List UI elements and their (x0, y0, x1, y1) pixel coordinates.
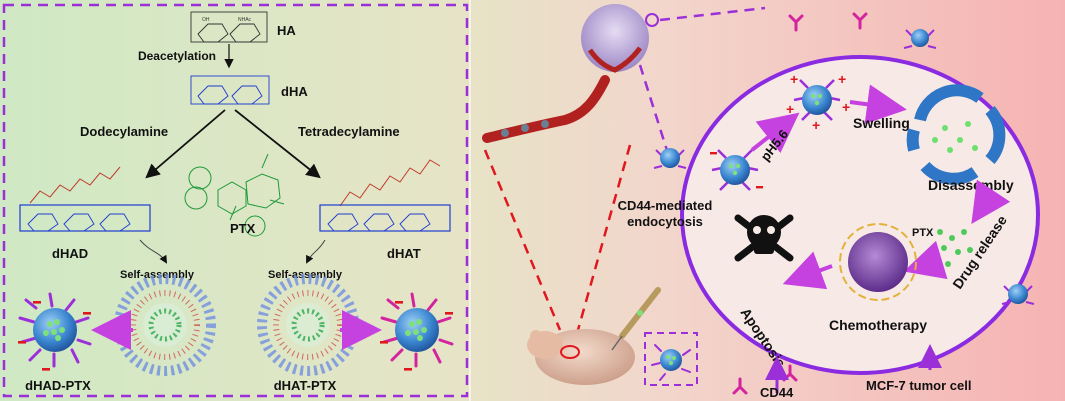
skull-crossbones-icon (734, 214, 794, 262)
micelle-schematic-left (114, 274, 216, 376)
swelling-arrow (849, 84, 907, 125)
svg-text:+: + (790, 71, 798, 87)
chemotherapy-cell (839, 223, 917, 301)
zoom-line-top (659, 6, 766, 22)
dhat-ptx-label: dHAT-PTX (274, 378, 337, 393)
membrane-nanoparticle-right (1001, 284, 1035, 305)
ha-label: HA (277, 23, 296, 38)
injection-inset-box (644, 332, 698, 386)
svg-text:+: + (786, 101, 794, 117)
dhad-ptx-nanoparticle (18, 292, 92, 371)
tumor-cell-label: MCF-7 tumor cell (866, 378, 971, 393)
dodecylamine-arrow (145, 109, 226, 179)
dhat-ptx-nanoparticle (380, 292, 454, 371)
dhad-label: dHAD (52, 246, 88, 261)
endocytosis-label-line1: CD44-mediated (618, 198, 713, 213)
dodecylamine-label: Dodecylamine (80, 124, 168, 139)
swelling-label: Swelling (853, 115, 910, 131)
ph-arrow (750, 112, 800, 154)
chemotherapy-arrow (782, 251, 833, 290)
endocytosed-nanoparticle (710, 149, 763, 191)
red-zoom-line-right (576, 144, 632, 331)
dhad-structure (19, 166, 151, 232)
self-assembly-label-right: Self-assembly (268, 269, 343, 281)
dhat-label: dHAT (387, 246, 421, 261)
tetradecylamine-arrow (234, 109, 321, 179)
chemotherapy-label: Chemotherapy (829, 317, 927, 333)
cd44-label: CD44 (760, 385, 794, 400)
ptx-release-label: PTX (912, 227, 934, 239)
svg-text:OH: OH (202, 17, 210, 23)
ptx-structure (184, 153, 285, 237)
dhat-structure (319, 159, 451, 232)
self-assembly-label-left: Self-assembly (120, 269, 195, 281)
mouse-image (527, 329, 635, 385)
injection-nanoparticle (651, 344, 691, 381)
self-assembly-arrow-right (306, 239, 326, 264)
deacetylation-label: Deacetylation (138, 49, 216, 63)
svg-text:+: + (812, 117, 820, 133)
membrane-nanoparticle-left (653, 148, 687, 169)
blood-vessel-image (482, 75, 610, 143)
svg-text:+: + (842, 99, 850, 115)
self-assembly-arrow-left (139, 239, 168, 264)
dha-label: dHA (281, 84, 308, 99)
endocytosis-label-line2: endocytosis (627, 214, 703, 229)
tumor-image (581, 4, 659, 73)
svg-text:NHAc: NHAc (238, 17, 252, 23)
disassembled-nanoparticle (906, 84, 1006, 185)
cd44-receptors (732, 12, 868, 395)
svg-text:+: + (838, 71, 846, 87)
dha-structure (190, 75, 270, 105)
syringe-icon (611, 287, 661, 351)
disassembly-arrow (971, 179, 1011, 224)
tetradecylamine-label: Tetradecylamine (298, 124, 400, 139)
protonated-nanoparticle: + + + + + (786, 71, 850, 133)
drug-release-arrow (903, 240, 948, 280)
dhad-ptx-label: dHAD-PTX (25, 378, 91, 393)
disassembly-label: Disassembly (928, 177, 1014, 193)
ha-structure: OH NHAc (190, 11, 268, 43)
ptx-label: PTX (230, 221, 256, 236)
red-zoom-line-left (483, 149, 562, 331)
membrane-nanoparticle-top (903, 29, 937, 49)
